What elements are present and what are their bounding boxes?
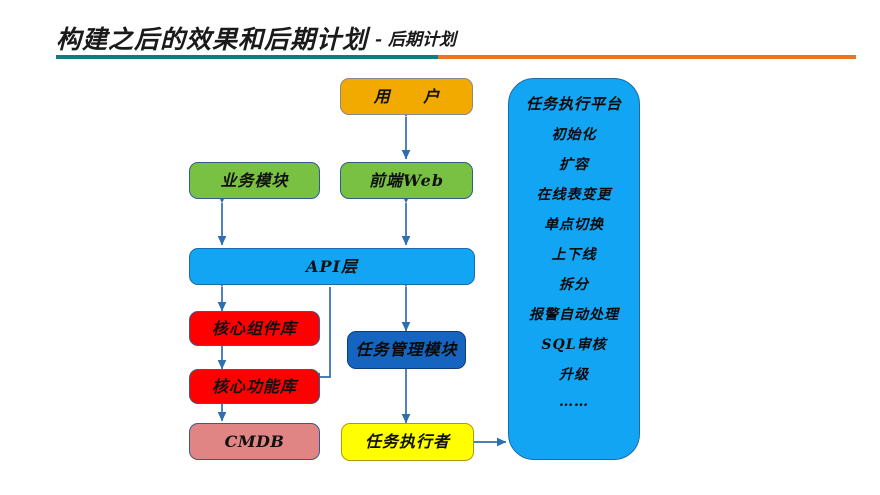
node-api-layer[interactable]: API层	[189, 248, 475, 285]
panel-item-upgrade: 升级	[559, 367, 589, 383]
title-separator: -	[375, 30, 383, 50]
page-title: 构建之后的效果和后期计划 - 后期计划	[56, 20, 856, 54]
title-rule-right	[438, 55, 856, 59]
panel-item-online-offline: 上下线	[551, 247, 597, 263]
node-core-function-library[interactable]: 核心功能库	[189, 369, 320, 404]
node-frontend-web[interactable]: 前端Web	[340, 162, 473, 199]
panel-item-init: 初始化	[551, 127, 597, 143]
task-execution-platform-panel[interactable]: 任务执行平台 初始化 扩容 在线表变更 单点切换 上下线 拆分 报警自动处理 S…	[508, 78, 640, 460]
panel-item-online-ddl: 在线表变更	[536, 187, 612, 203]
node-core-component-library[interactable]: 核心组件库	[189, 311, 320, 346]
node-business-module[interactable]: 业务模块	[189, 162, 320, 199]
panel-title: 任务执行平台	[525, 95, 622, 113]
node-task-executor[interactable]: 任务执行者	[341, 423, 474, 461]
page-title-sub: - 后期计划	[375, 28, 456, 52]
panel-item-failover: 单点切换	[544, 217, 604, 233]
panel-item-sql-review: SQL审核	[541, 337, 607, 353]
node-cmdb[interactable]: CMDB	[189, 423, 320, 460]
title-sub-text: 后期计划	[388, 30, 456, 50]
panel-item-scale-out: 扩容	[559, 157, 589, 173]
page-title-main: 构建之后的效果和后期计划	[56, 25, 369, 54]
panel-item-alert-auto-handling: 报警自动处理	[529, 307, 619, 323]
node-user[interactable]: 用 户	[340, 78, 473, 115]
title-rule-left	[56, 55, 438, 59]
panel-item-ellipsis: ……	[559, 394, 589, 410]
panel-item-sharding: 拆分	[559, 277, 589, 293]
node-task-management-module[interactable]: 任务管理模块	[347, 331, 466, 369]
